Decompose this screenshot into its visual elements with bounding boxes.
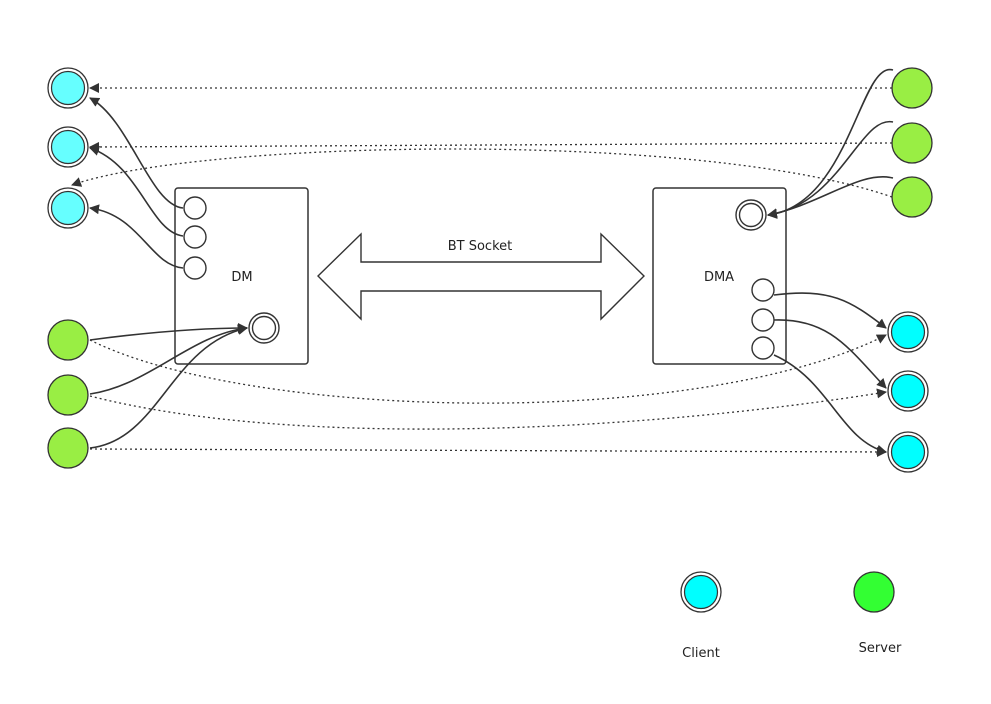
legend-client-label: Client <box>682 646 720 661</box>
dma-link <box>773 354 887 455</box>
server-node <box>891 67 933 109</box>
dma-port <box>751 278 775 302</box>
dma-link <box>767 176 894 219</box>
dm-link <box>89 146 184 237</box>
dma-links <box>767 68 894 455</box>
dma-label: DMA <box>704 270 734 285</box>
dm-link <box>89 325 248 449</box>
dma-link <box>767 68 894 219</box>
server-node <box>47 319 89 361</box>
dm-label: DM <box>231 270 252 285</box>
dm-link <box>89 324 248 395</box>
bt-socket-arrow <box>317 232 645 321</box>
dm-port <box>183 225 207 249</box>
dm-link <box>89 97 184 209</box>
bt-socket-label: BT Socket <box>448 239 513 254</box>
dotted-link <box>89 388 887 430</box>
dm-link <box>89 204 184 269</box>
legend-server-label: Server <box>859 641 902 656</box>
left-client-nodes <box>47 67 89 229</box>
client-node <box>47 187 89 229</box>
client-node <box>47 67 89 109</box>
dma-main-port <box>735 199 767 231</box>
server-node <box>47 427 89 469</box>
dotted-links <box>71 83 893 457</box>
legend-server-swatch <box>853 571 895 613</box>
dma-link <box>773 292 887 329</box>
dm-ports <box>183 196 207 280</box>
right-client-nodes <box>887 311 929 473</box>
client-node <box>47 126 89 168</box>
dma-link <box>773 319 887 389</box>
dma-port <box>751 308 775 332</box>
dm-port <box>183 256 207 280</box>
dm-link <box>89 323 248 341</box>
dotted-link <box>89 141 893 152</box>
right-server-nodes <box>891 67 933 218</box>
dma-ports <box>751 278 775 360</box>
client-node <box>887 370 929 412</box>
server-node <box>891 176 933 218</box>
server-node <box>891 122 933 164</box>
left-server-nodes <box>47 319 89 469</box>
client-node <box>887 431 929 473</box>
dotted-link <box>89 446 887 457</box>
dotted-link <box>89 334 887 404</box>
dm-port <box>183 196 207 220</box>
legend-client-swatch <box>680 571 722 613</box>
dma-port <box>751 336 775 360</box>
server-node <box>47 374 89 416</box>
client-node <box>887 311 929 353</box>
legend: Client Server <box>680 571 902 661</box>
dm-links <box>89 97 248 449</box>
dm-main-port <box>248 312 280 344</box>
